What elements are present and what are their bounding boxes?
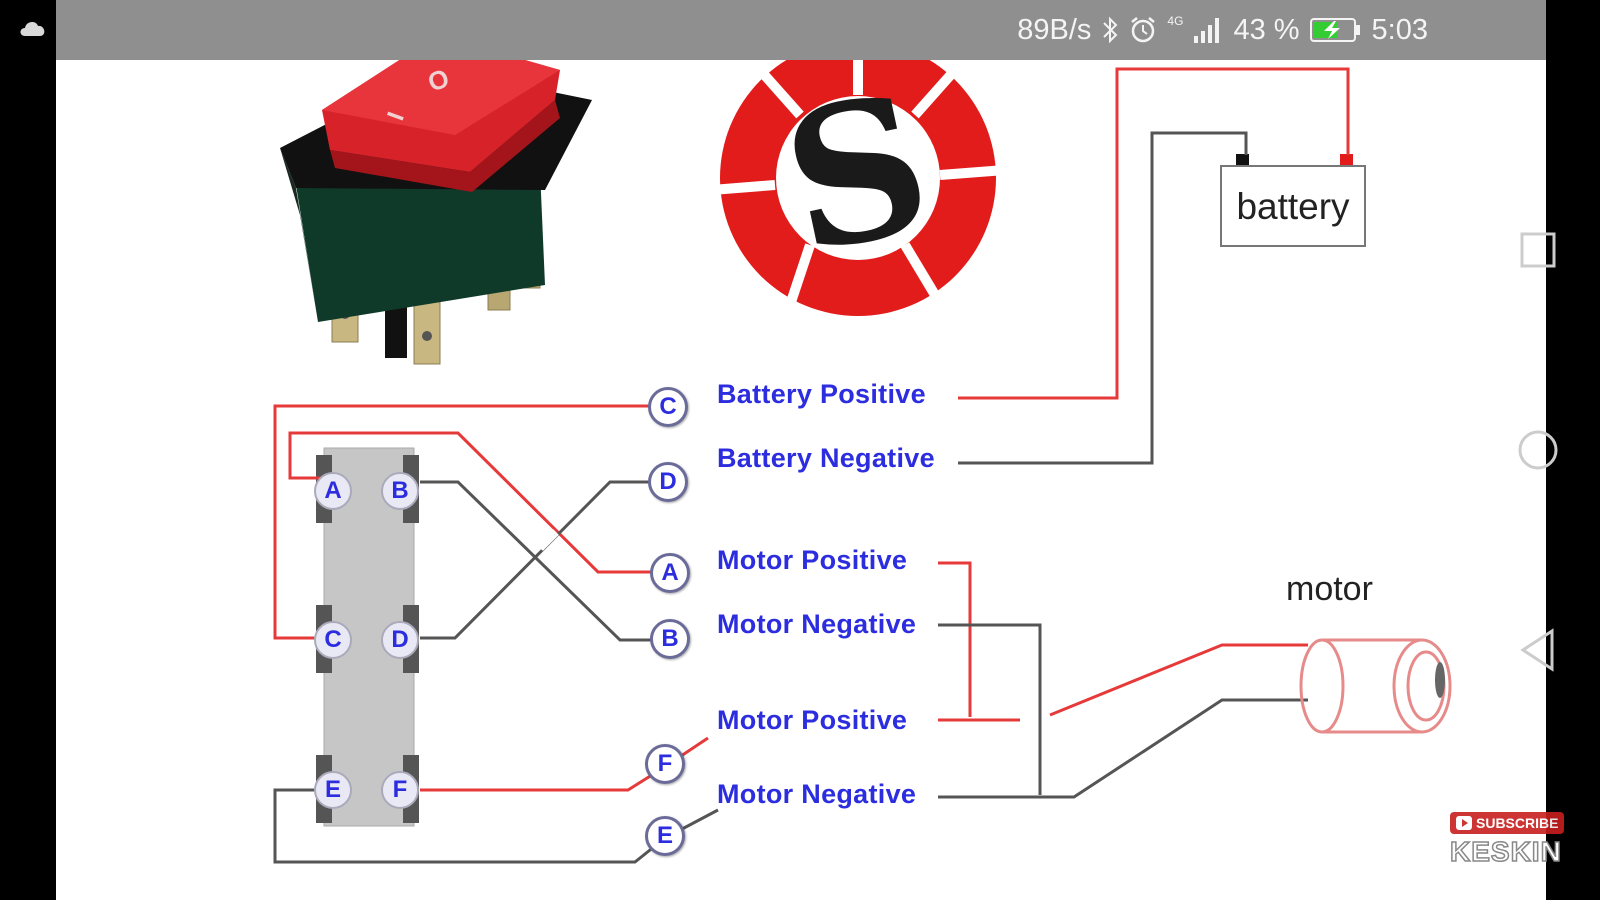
battery-negative-terminal (1236, 154, 1249, 167)
back-button[interactable] (1518, 628, 1558, 677)
signal-icon (1194, 18, 1220, 43)
label-battery-positive: Battery Positive (717, 379, 926, 409)
pin-a: A (314, 472, 352, 510)
battery-charging-icon (1309, 18, 1360, 42)
pin-e: E (314, 771, 352, 809)
pin-b: B (381, 472, 419, 510)
brand-logo: S (711, 30, 1006, 316)
label-motor-positive-1: Motor Positive (717, 545, 908, 575)
battery-label: battery (1236, 186, 1350, 227)
battery-box: battery (1220, 165, 1366, 247)
node-a: A (650, 553, 690, 593)
channel-name: KESKIN (1449, 835, 1562, 868)
square-icon (1520, 232, 1556, 268)
network-type: 4G (1167, 14, 1184, 28)
alarm-icon (1131, 17, 1156, 43)
label-motor-negative-1: Motor Negative (717, 609, 917, 639)
play-icon (1456, 816, 1472, 830)
status-bar: 89B/s 4G 43 % 5:03 (56, 0, 1546, 60)
channel-watermark[interactable]: SUBSCRIBE KESKIN (1449, 812, 1565, 868)
label-motor-negative-2: Motor Negative (717, 779, 917, 809)
pin-f: F (381, 771, 419, 809)
pin-d: D (381, 621, 419, 659)
clock: 5:03 (1371, 13, 1428, 46)
node-c: C (648, 387, 688, 427)
back-triangle-icon (1520, 628, 1554, 672)
node-f: F (645, 744, 685, 784)
label-motor-positive-2: Motor Positive (717, 705, 908, 735)
node-d: D (648, 462, 688, 502)
circle-icon (1518, 430, 1558, 470)
node-e: E (645, 816, 685, 856)
label-battery-negative: Battery Negative (717, 443, 935, 473)
home-button[interactable] (1518, 430, 1558, 475)
motor-label: motor (1286, 570, 1373, 608)
subscribe-badge[interactable]: SUBSCRIBE (1450, 812, 1565, 834)
bluetooth-icon (1103, 16, 1118, 44)
cloud-icon (20, 22, 45, 36)
battery-percent: 43 % (1233, 13, 1300, 46)
recent-apps-button[interactable] (1518, 230, 1558, 275)
network-speed: 89B/s (1017, 13, 1092, 46)
rocker-switch-image: O I II (280, 35, 592, 365)
battery-positive-terminal (1340, 154, 1353, 167)
motor-image (1299, 638, 1452, 734)
pin-c: C (314, 621, 352, 659)
subscribe-text: SUBSCRIBE (1476, 815, 1559, 831)
node-b: B (650, 619, 690, 659)
